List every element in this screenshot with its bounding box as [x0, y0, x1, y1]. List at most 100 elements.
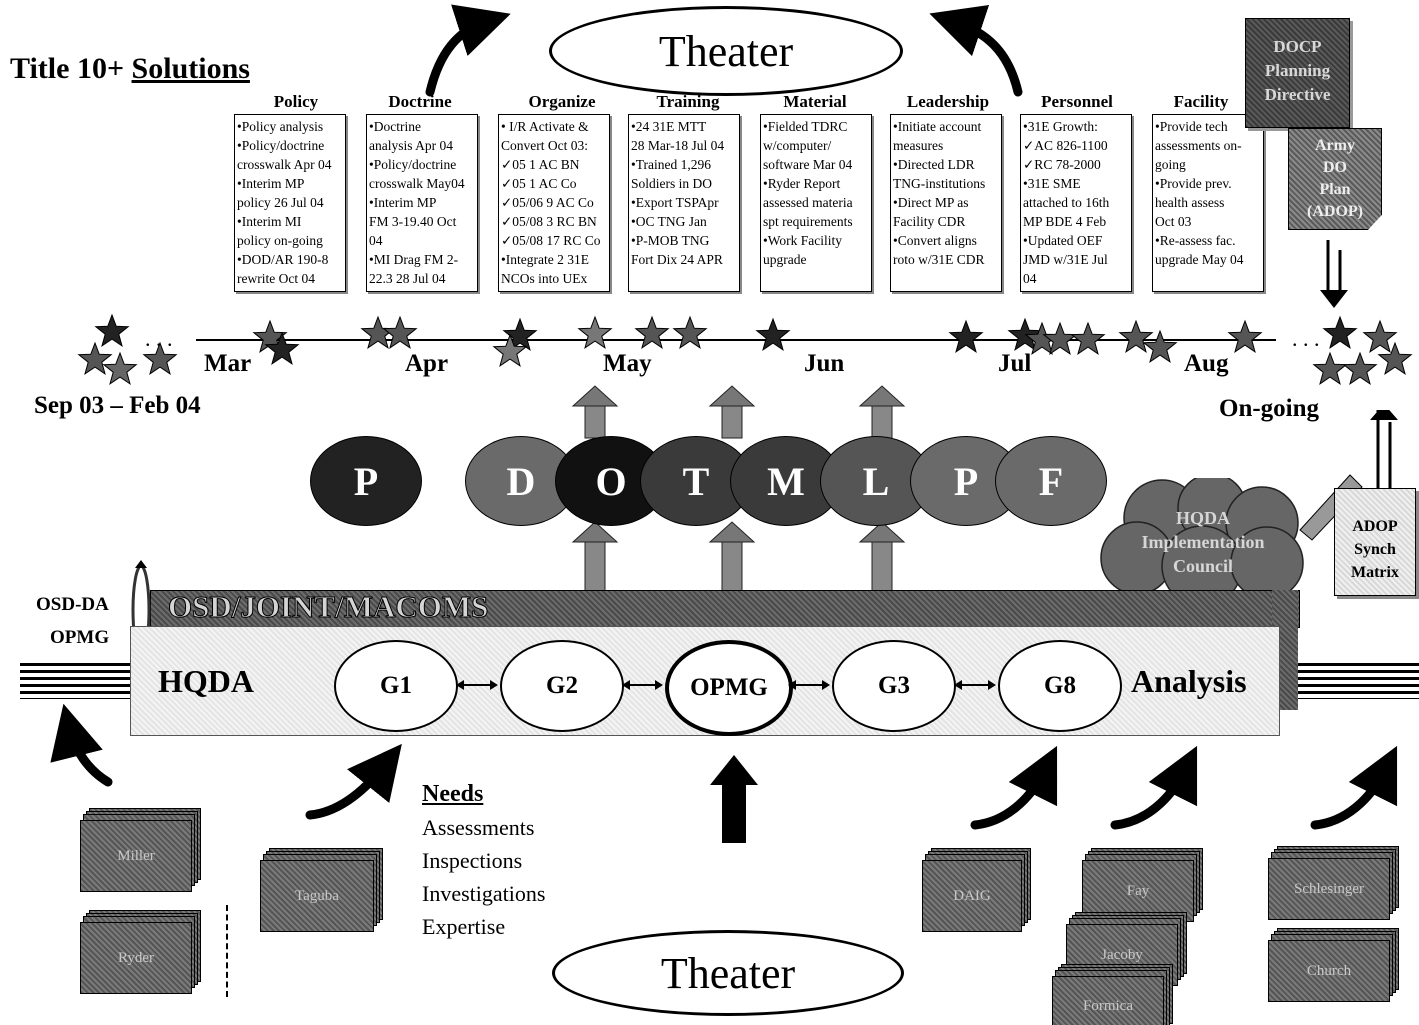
needs-item: Investigations: [422, 881, 546, 906]
timeline-axis: [196, 339, 1276, 341]
domain-line: •Convert aligns: [893, 233, 977, 248]
domain-line: •Provide prev.: [1155, 176, 1232, 191]
domain-line: health assess: [1155, 195, 1225, 210]
title-emphasis: Solutions: [131, 52, 250, 85]
star-icon: [492, 333, 528, 367]
domain-line: 04: [1023, 271, 1037, 286]
right-connector-lines: [1290, 663, 1419, 699]
timeline-stars: . . .. . .: [77, 313, 1413, 385]
domain-line: going: [1155, 157, 1186, 172]
domain-line: upgrade May 04: [1155, 252, 1244, 267]
star-icon: [1142, 329, 1178, 363]
domain-line: 28 Mar-18 Jul 04: [631, 138, 725, 153]
month-label: Jul: [998, 350, 1032, 377]
domain-header: Facility: [1173, 92, 1229, 111]
down-arrow-icon: [1320, 240, 1348, 308]
domain-line: •Directed LDR: [893, 157, 975, 172]
domain-line: policy on-going: [237, 233, 323, 248]
star-icon: [1227, 319, 1263, 353]
report-stack-fay: Fay: [1082, 848, 1204, 922]
staff-connector-arrows: [456, 680, 996, 690]
double-arrow-icon: [954, 680, 996, 690]
council-line: Council: [1172, 556, 1233, 576]
theater-top-label: Theater: [658, 26, 794, 76]
star-icon: [1362, 319, 1398, 353]
theater-bottom-label: Theater: [660, 948, 796, 998]
domain-line: JMD w/31E Jul: [1023, 252, 1108, 267]
report-stack-taguba: Taguba: [260, 848, 384, 932]
domain-line: ✓05 1 AC BN: [501, 157, 580, 172]
domain-line: Soldiers in DO: [631, 176, 712, 191]
domain-line: •Doctrine: [369, 119, 421, 134]
domain-line: ✓05/08 3 RC BN: [501, 214, 597, 229]
planning-directive-line: Planning: [1264, 61, 1331, 80]
domain-header: Training: [656, 92, 720, 111]
domain-line: w/computer/: [763, 138, 832, 153]
title-prefix: Title 10+: [10, 52, 132, 85]
domain-line: •Re-assess fac.: [1155, 233, 1236, 248]
domain-line: Convert Oct 03:: [501, 138, 588, 153]
domain-line: ✓05 1 AC Co: [501, 176, 577, 191]
star-icon: [94, 313, 130, 347]
domain-line: •Trained 1,296: [631, 157, 711, 172]
domain-line: •DOD/AR 190-8: [237, 252, 329, 267]
star-icon: [1070, 321, 1106, 355]
synch-line: Synch: [1354, 541, 1396, 558]
joint-band-label: OSD/JOINT/MACOMS: [167, 589, 489, 625]
domain-header: Personnel: [1041, 92, 1113, 111]
report-stack-church: Church: [1268, 928, 1400, 1002]
report-title: Church: [1268, 940, 1390, 1002]
adop-line: Army: [1315, 137, 1355, 154]
domain-line: assessed materia: [763, 195, 853, 210]
domain-line: •Direct MP as: [893, 195, 969, 210]
needs-section: Needs Assessments Inspections Investigat…: [422, 778, 545, 943]
timeline-end-label: On-going: [1219, 395, 1320, 422]
domain-line: •Work Facility: [763, 233, 843, 248]
staff-oval: G3: [832, 640, 956, 732]
domain-line: •Ryder Report: [763, 176, 841, 191]
council-line: HQDA: [1176, 508, 1230, 528]
staff-oval: G2: [500, 640, 624, 732]
report-title: DAIG: [922, 860, 1022, 932]
domain-line: •Provide tech: [1155, 119, 1228, 134]
domain-line: analysis Apr 04: [369, 138, 453, 153]
domain-line: NCOs into UEx: [501, 271, 588, 286]
report-stack-formica: Formica: [1052, 964, 1174, 1025]
domain-line: attached to 16th: [1023, 195, 1110, 210]
star-icon: [102, 351, 138, 385]
domain-line: Oct 03: [1155, 214, 1192, 229]
synch-line: ADOP: [1352, 518, 1398, 535]
opmg-side-label: OPMG: [50, 627, 110, 648]
domain-line: •Updated OEF: [1023, 233, 1103, 248]
month-label: Apr: [405, 350, 449, 377]
adop-synch-matrix: ADOP Synch Matrix: [1334, 488, 1416, 596]
domain-line: 22.3 28 Jul 04: [369, 271, 446, 286]
domain-line: crosswalk Apr 04: [237, 157, 332, 172]
report-title: Fay: [1082, 860, 1194, 922]
star-icon: [948, 319, 984, 353]
month-label: Aug: [1184, 350, 1229, 377]
ellipsis-icon: . . .: [1292, 326, 1320, 351]
timeline-start-label: Sep 03 – Feb 04: [34, 392, 201, 419]
divider: [226, 905, 228, 997]
domain-line: •Integrate 2 31E: [501, 252, 589, 267]
staff-oval: G8: [998, 640, 1122, 732]
osd-da-label: OSD-DA: [36, 594, 109, 615]
planning-directive-line: DOCP: [1273, 37, 1322, 56]
report-title: Schlesinger: [1268, 858, 1390, 920]
up-arrow-icon: [571, 385, 619, 439]
star-icon: [142, 341, 178, 375]
council-label: HQDA Implementation Council: [1118, 506, 1288, 578]
curved-arrow-icon: [50, 4, 1398, 830]
domain-line: ✓RC 78-2000: [1023, 157, 1101, 172]
domain-line: upgrade: [763, 252, 807, 267]
domain-line: Facility CDR: [893, 214, 966, 229]
staff-oval: G1: [334, 640, 458, 732]
domain-line: •Interim MP: [369, 195, 437, 210]
report-title: Taguba: [260, 860, 374, 932]
left-connector-lines: [20, 663, 130, 699]
